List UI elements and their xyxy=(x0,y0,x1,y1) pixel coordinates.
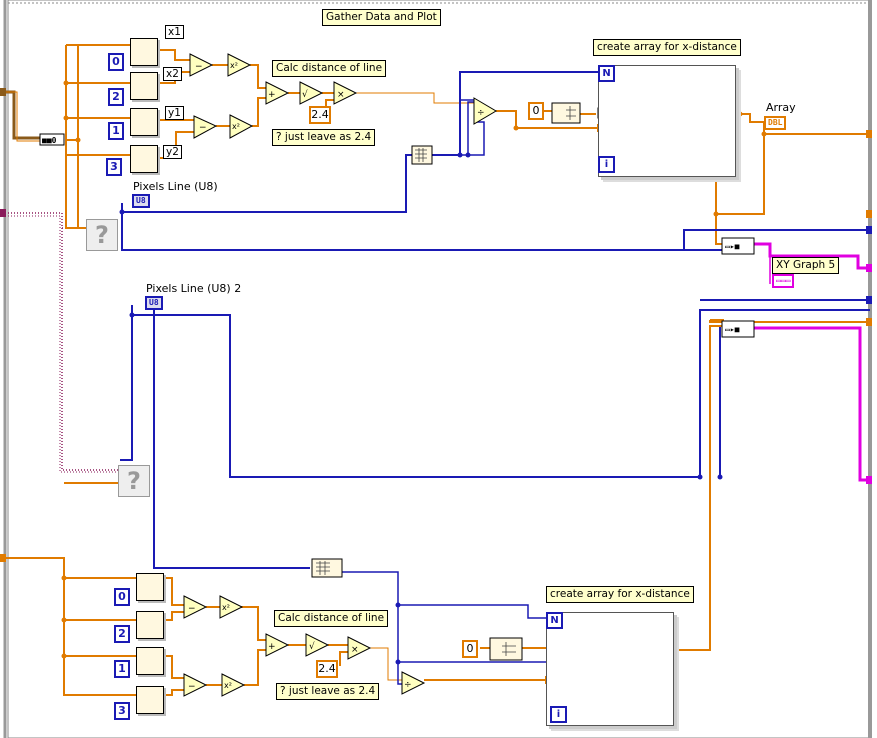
svg-text:√: √ xyxy=(309,641,315,652)
index-array-node[interactable] xyxy=(130,38,158,66)
index-array-node[interactable] xyxy=(130,72,158,100)
index-constant[interactable]: 3 xyxy=(114,702,130,720)
create-array-label: create array for x-distance xyxy=(546,586,694,603)
zero-constant[interactable]: 0 xyxy=(462,640,478,658)
svg-text:x²: x² xyxy=(224,681,232,690)
create-array-label: create array for x-distance xyxy=(593,39,741,56)
for-loop-structure[interactable] xyxy=(546,612,674,726)
label-y1: y1 xyxy=(165,106,184,120)
unknown-node[interactable]: ? xyxy=(118,465,150,497)
for-loop-structure[interactable] xyxy=(598,65,736,177)
index-constant[interactable]: 2 xyxy=(108,88,124,106)
pixels-line-terminal[interactable]: U8 xyxy=(132,194,150,208)
svg-text:■■0: ■■0 xyxy=(42,136,57,145)
index-constant[interactable]: 0 xyxy=(108,53,124,71)
svg-text:−: − xyxy=(195,62,203,72)
index-constant[interactable]: 3 xyxy=(106,158,122,176)
index-array-node[interactable] xyxy=(130,145,158,173)
svg-text:x²: x² xyxy=(230,61,238,70)
svg-text:+: + xyxy=(268,90,276,100)
pixels-line-2-label: Pixels Line (U8) 2 xyxy=(146,282,242,295)
loop-iteration-terminal: i xyxy=(550,706,567,723)
svg-text:▭▸■: ▭▸■ xyxy=(725,325,740,334)
index-constant[interactable]: 1 xyxy=(114,660,130,678)
svg-text:×: × xyxy=(351,645,359,655)
pixels-line-2-terminal[interactable]: U8 xyxy=(145,296,163,310)
pixels-line-label: Pixels Line (U8) xyxy=(133,180,218,193)
zero-constant[interactable]: 0 xyxy=(528,102,544,120)
calc-distance-label: Calc distance of line xyxy=(272,60,387,77)
loop-count-terminal[interactable]: N xyxy=(546,612,563,629)
index-array-node[interactable] xyxy=(136,686,164,714)
index-array-node[interactable] xyxy=(130,108,158,136)
svg-text:−: − xyxy=(199,123,207,133)
calc-distance-label: Calc distance of line xyxy=(274,610,389,627)
index-constant[interactable]: 0 xyxy=(114,588,130,606)
index-array-node[interactable] xyxy=(136,573,164,601)
index-array-node[interactable] xyxy=(136,647,164,675)
svg-text:√: √ xyxy=(302,89,308,100)
xy-graph-terminal[interactable]: ▭▭▭ xyxy=(772,274,795,288)
constant-2-4[interactable]: 2.4 xyxy=(309,106,331,124)
label-x1: x1 xyxy=(165,25,184,39)
svg-text:x²: x² xyxy=(232,122,240,131)
svg-text:−: − xyxy=(188,604,196,614)
svg-text:+: + xyxy=(268,642,276,652)
svg-text:÷: ÷ xyxy=(477,108,485,118)
just-leave-note: ? just leave as 2.4 xyxy=(276,683,380,700)
xy-graph-label: XY Graph 5 xyxy=(772,257,840,274)
index-constant[interactable]: 1 xyxy=(108,122,124,140)
loop-iteration-terminal: i xyxy=(598,156,615,173)
svg-text:x²: x² xyxy=(222,603,230,612)
loop-count-terminal[interactable]: N xyxy=(598,65,615,82)
svg-text:×: × xyxy=(337,90,345,100)
frame-title: Gather Data and Plot xyxy=(322,9,441,26)
purple-wire xyxy=(2,212,118,471)
index-array-node[interactable] xyxy=(136,611,164,639)
unknown-node[interactable]: ? xyxy=(86,219,118,251)
svg-text:−: − xyxy=(188,682,196,692)
just-leave-note: ? just leave as 2.4 xyxy=(272,129,376,146)
constant-2-4[interactable]: 2.4 xyxy=(316,660,338,678)
array-label: Array xyxy=(766,101,796,114)
svg-text:÷: ÷ xyxy=(404,680,412,690)
index-constant[interactable]: 2 xyxy=(114,625,130,643)
svg-text:▭▸■: ▭▸■ xyxy=(725,242,740,251)
label-x2: x2 xyxy=(163,67,182,81)
array-terminal[interactable]: DBL xyxy=(764,116,787,130)
label-y2: y2 xyxy=(163,145,182,159)
